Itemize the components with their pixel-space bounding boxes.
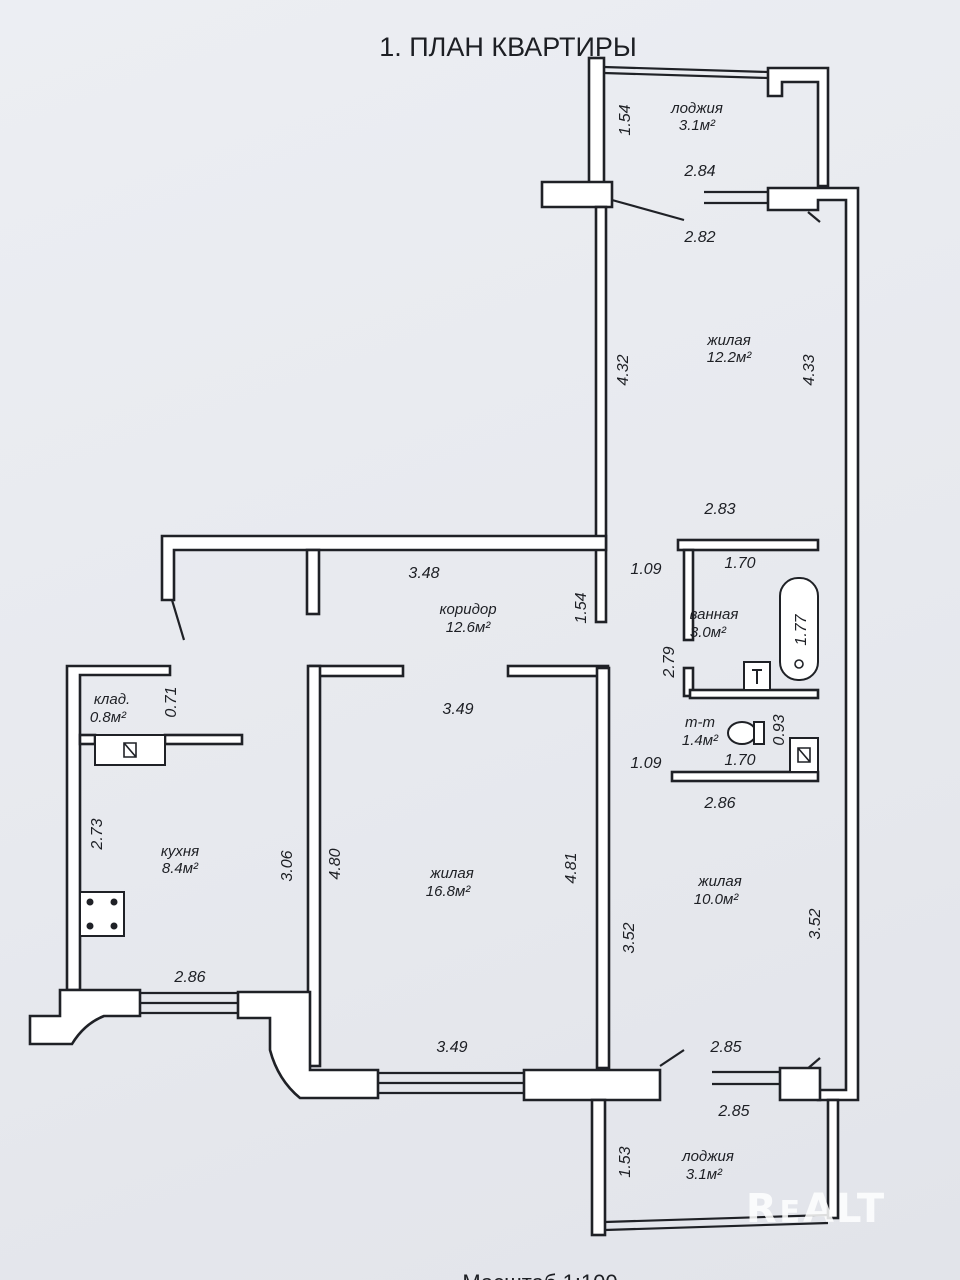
dim-corridor-h: 1.54 [573, 592, 590, 623]
bathtub-drain-icon [794, 659, 804, 669]
living-right-name: жилая [697, 873, 741, 890]
top-room-left-wall [594, 205, 608, 624]
loggia-bottom-right-wall [826, 1098, 840, 1220]
loggia-bottom-rail [604, 1213, 829, 1224]
living-center-area: 16.8м² [426, 883, 471, 900]
bath-left-wall [682, 548, 695, 642]
balcony-door-pier [540, 180, 614, 209]
dim-bath-block-h: 2.79 [661, 646, 678, 678]
storage-bottom-wall-left [78, 733, 97, 746]
bath-top-wall [676, 538, 820, 552]
dim-toilet-h: 0.93 [771, 714, 788, 745]
toilet-area: 1.4м² [682, 732, 719, 749]
walls [28, 56, 860, 1237]
burner-icon [86, 898, 94, 906]
fixtures [79, 577, 819, 937]
right-outer-wall [766, 186, 860, 1102]
loggia-bottom-left-wall [590, 1098, 607, 1237]
loggia-top-name: лоджия [670, 100, 723, 117]
bottom-door-swing [659, 1049, 685, 1067]
loggia-top-rail [603, 65, 769, 74]
dimensions: 1.54 2.84 2.82 4.32 4.33 2.83 3.48 1.54 … [89, 104, 824, 1177]
shaft-cross-icon [797, 747, 811, 763]
toilet-bottom-wall [670, 770, 820, 783]
toilet-tank-icon [753, 721, 765, 745]
center-left-wall [306, 664, 322, 1068]
kitchen-area: 8.4м² [162, 860, 199, 877]
dim-loggia-bottom-h: 1.53 [617, 1146, 634, 1177]
living-right-area: 10.0м² [694, 891, 739, 908]
dim-center-right-h: 4.81 [563, 852, 580, 883]
dim-kitchen-right-h: 3.06 [279, 850, 296, 881]
bottom-right-pier [778, 1066, 822, 1102]
bathroom-area: 3.0м² [690, 624, 727, 641]
dim-living-top-right-h: 4.33 [801, 354, 818, 385]
dim-center-left-h: 4.80 [327, 848, 344, 879]
storage-name: клад. [94, 691, 130, 708]
bathtub-icon [779, 577, 819, 681]
dim-storage-h: 0.71 [163, 686, 180, 717]
dim-right-top-w: 2.86 [703, 795, 735, 812]
loggia-top-right-wall [766, 66, 830, 188]
bathroom-name: ванная [690, 606, 739, 623]
burner-icon [110, 922, 118, 930]
corridor-name: коридор [439, 601, 496, 618]
dim-toilet-left-h: 1.09 [630, 755, 661, 772]
loggia-bottom-area: 3.1м² [686, 1166, 723, 1183]
kitchen-name: кухня [161, 843, 199, 860]
dim-bathtub: 1.77 [793, 613, 810, 645]
watermark-logo: RᴇALT [746, 1186, 886, 1232]
stove-icon [79, 891, 125, 937]
toilet-name: т-т [685, 714, 715, 731]
loggia-top-rail-inner [603, 71, 769, 80]
dim-loggia-top-h: 1.54 [617, 104, 634, 135]
corridor-stub-wall [305, 548, 321, 616]
dim-right-right-h: 3.52 [807, 908, 824, 939]
dim-center-bottom-w: 3.49 [436, 1039, 467, 1056]
dim-living-top-bottom-w: 2.83 [703, 501, 735, 518]
corridor-top-wall [160, 534, 608, 602]
room-labels: лоджия 3.1м² жилая 12.2м² коридор 12.6м²… [90, 100, 752, 1183]
living-top-area: 12.2м² [707, 349, 752, 366]
center-bay-wall [236, 990, 380, 1100]
toilet-left-wall [682, 666, 695, 698]
dim-living-top-w: 2.82 [683, 229, 715, 246]
dim-loggia-top-w: 2.84 [683, 163, 715, 180]
dim-right-bottom-w: 2.85 [709, 1039, 741, 1056]
loggia-bottom-rail-2 [604, 1221, 829, 1232]
kitchen-balcony-bay [28, 988, 142, 1046]
corner-mark-top [807, 211, 821, 223]
burner-icon [86, 922, 94, 930]
washbasin-tap-icon [752, 669, 762, 684]
scale-caption: Масштаб 1:100 [462, 1270, 617, 1280]
kitchen-shaft-cross-icon [123, 742, 137, 758]
burner-icon [110, 898, 118, 906]
dim-living-top-left-h: 4.32 [615, 354, 632, 385]
loggia-top-area: 3.1м² [679, 117, 716, 134]
center-top-wall-left [308, 664, 405, 678]
dim-kitchen-w: 2.86 [173, 969, 205, 986]
dim-center-top-w: 3.49 [442, 701, 473, 718]
dim-toilet-w: 1.70 [724, 752, 755, 769]
living-top-name: жилая [706, 332, 750, 349]
dim-loggia-bottom-w: 2.85 [717, 1103, 749, 1120]
living-center-name: жилая [429, 865, 473, 882]
storage-bottom-wall-right [163, 733, 244, 746]
bath-toilet-partition [688, 688, 820, 700]
bottom-door-pier [522, 1068, 662, 1102]
dim-bath-left-h: 1.09 [630, 561, 661, 578]
balcony-door-swing [611, 198, 685, 222]
storage-area: 0.8м² [90, 709, 127, 726]
center-right-wall [595, 666, 611, 1070]
dim-kitchen-h: 2.73 [89, 818, 106, 850]
dim-corridor-w: 3.48 [408, 565, 439, 582]
entry-door-swing [170, 599, 186, 641]
toilet-bowl-icon [727, 721, 757, 745]
corridor-area: 12.6м² [446, 619, 491, 636]
dim-bath-w: 1.70 [724, 555, 755, 572]
dim-right-left-h: 3.52 [621, 922, 638, 953]
center-top-wall-right [506, 664, 610, 678]
loggia-bottom-name: лоджия [681, 1148, 734, 1165]
